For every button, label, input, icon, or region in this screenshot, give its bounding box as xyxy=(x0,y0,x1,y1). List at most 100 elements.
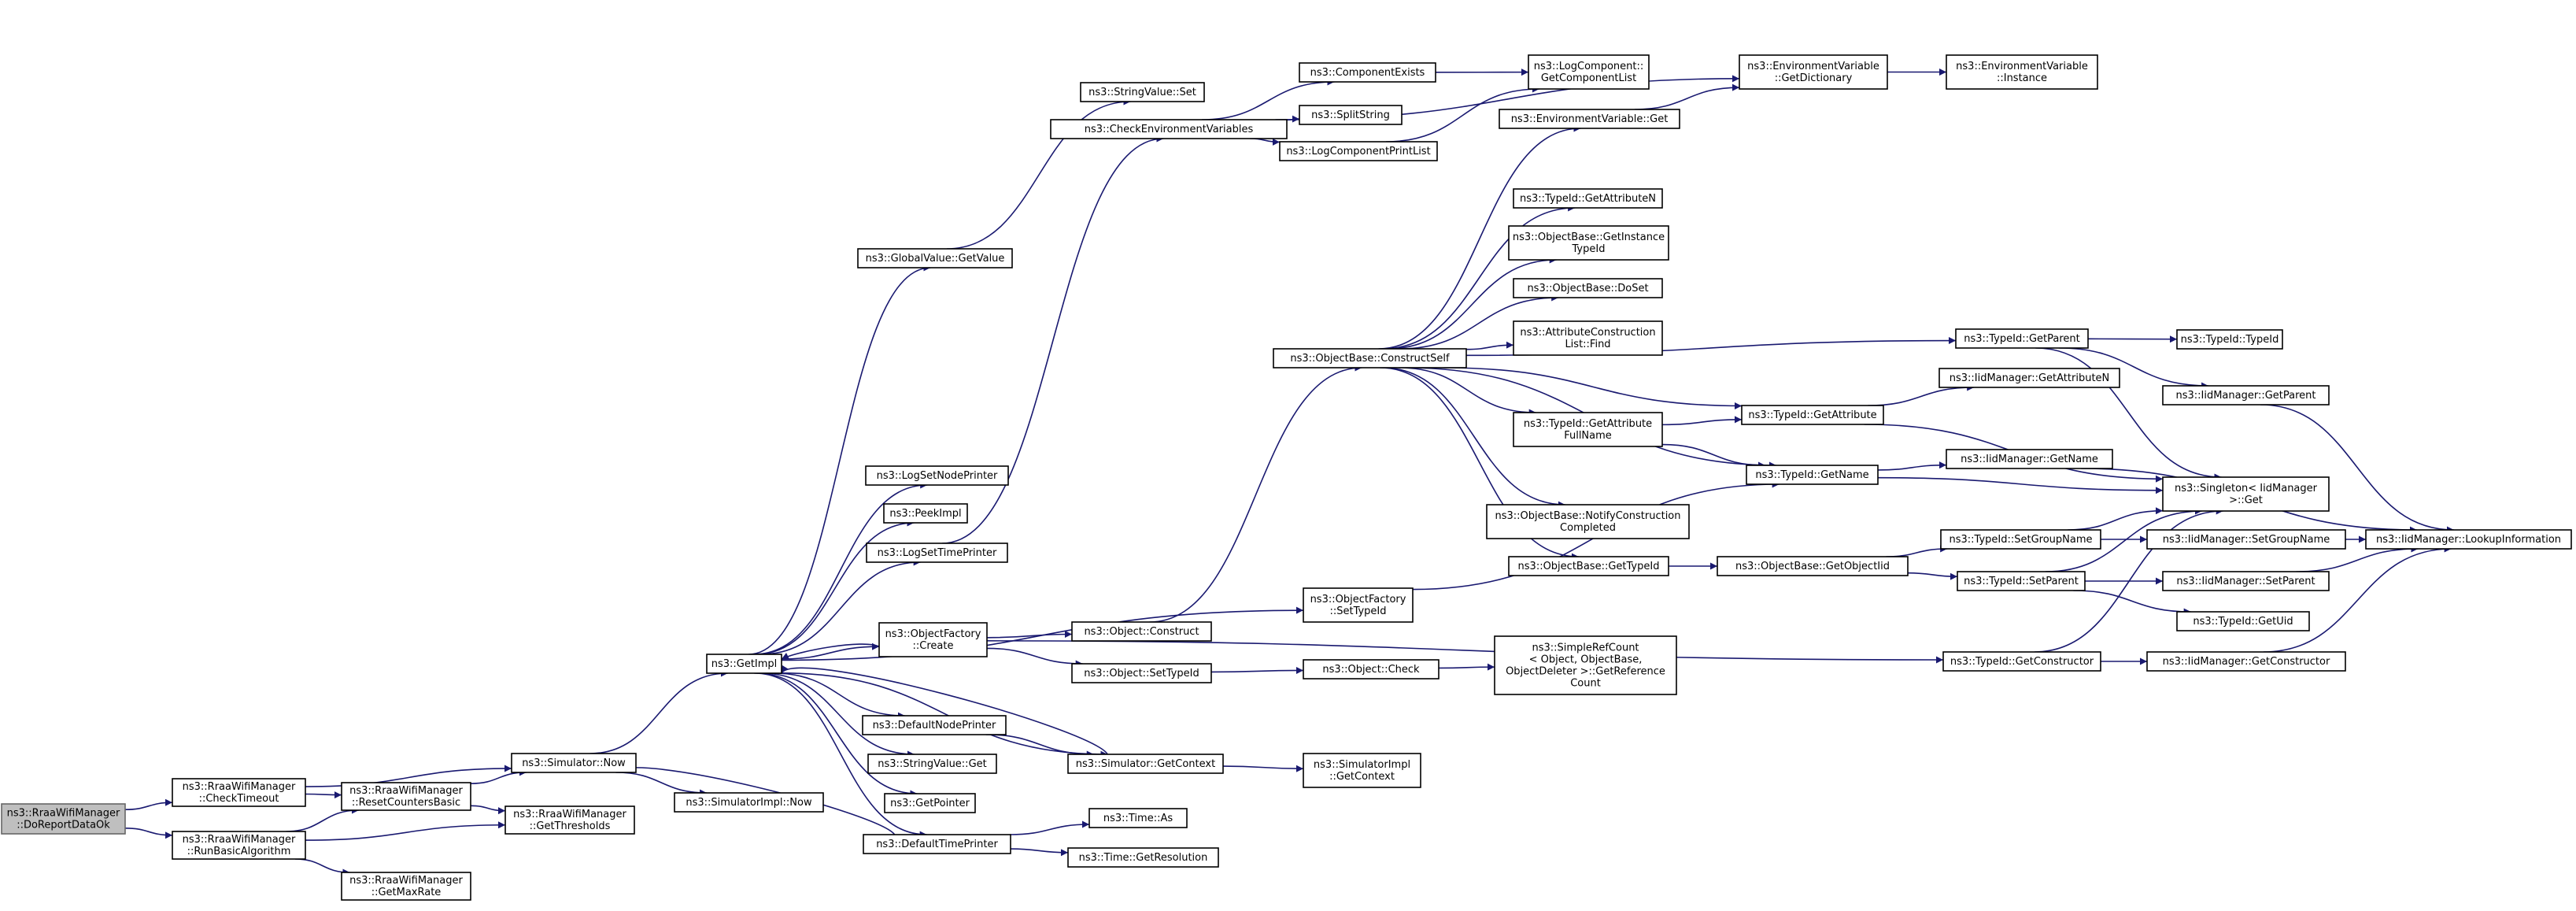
node-box[interactable] xyxy=(863,834,1011,854)
node-box[interactable] xyxy=(1746,465,1879,485)
node-tidtypeid[interactable]: ns3::TypeId::TypeId xyxy=(2176,329,2283,350)
node-box[interactable] xyxy=(2146,529,2346,550)
node-objfactcreate[interactable]: ns3::ObjectFactory::Create xyxy=(878,622,988,657)
node-box[interactable] xyxy=(1513,412,1663,447)
node-box[interactable] xyxy=(1942,651,2101,672)
node-globalgetvalue[interactable]: ns3::GlobalValue::GetValue xyxy=(857,248,1013,268)
node-tidsetparent[interactable]: ns3::TypeId::SetParent xyxy=(1957,571,2086,591)
node-box[interactable] xyxy=(862,715,1007,735)
node-checkenv[interactable]: ns3::CheckEnvironmentVariables xyxy=(1050,119,1288,139)
node-box[interactable] xyxy=(1946,54,2098,90)
node-constructself[interactable]: ns3::ObjectBase::ConstructSelf xyxy=(1273,348,1467,368)
node-logsettimeprinter[interactable]: ns3::LogSetTimePrinter xyxy=(866,543,1008,563)
node-box[interactable] xyxy=(1957,571,2086,591)
node-tidgetconstructor[interactable]: ns3::TypeId::GetConstructor xyxy=(1942,651,2101,672)
node-box[interactable] xyxy=(341,782,471,811)
node-getmaxrate[interactable]: ns3::RraaWifiManager::GetMaxRate xyxy=(341,872,471,901)
node-obgetobjecttid[interactable]: ns3::ObjectBase::GetObjectIid xyxy=(1717,556,1909,576)
node-box[interactable] xyxy=(1486,504,1690,539)
node-box[interactable] xyxy=(1303,659,1440,680)
node-simimplgetcontext[interactable]: ns3::SimulatorImpl::GetContext xyxy=(1303,753,1421,788)
node-box[interactable] xyxy=(1717,556,1909,576)
node-box[interactable] xyxy=(706,654,782,674)
node-iidgetname[interactable]: ns3::IidManager::GetName xyxy=(1946,449,2113,469)
node-stringvalueget[interactable]: ns3::StringValue::Get xyxy=(867,754,997,774)
node-box[interactable] xyxy=(1499,109,1680,129)
node-box[interactable] xyxy=(1303,587,1414,623)
node-tidgetattr[interactable]: ns3::TypeId::GetAttribute xyxy=(1741,405,1884,425)
node-box[interactable] xyxy=(1528,54,1650,90)
node-box[interactable] xyxy=(1071,621,1212,642)
node-tidsetgroupname[interactable]: ns3::TypeId::SetGroupName xyxy=(1940,529,2101,550)
node-box[interactable] xyxy=(1273,348,1467,368)
node-simgetcontext[interactable]: ns3::Simulator::GetContext xyxy=(1067,754,1224,774)
node-tidgetparent[interactable]: ns3::TypeId::GetParent xyxy=(1955,328,2089,349)
node-getcomplist[interactable]: ns3::LogComponent::GetComponentList xyxy=(1528,54,1650,90)
node-box[interactable] xyxy=(1067,847,1219,868)
node-box[interactable] xyxy=(172,831,306,860)
node-envinstance[interactable]: ns3::EnvironmentVariable::Instance xyxy=(1946,54,2098,90)
node-objconstruct[interactable]: ns3::Object::Construct xyxy=(1071,621,1212,642)
node-box[interactable] xyxy=(2176,611,2310,631)
node-resetcounters[interactable]: ns3::RraaWifiManager::ResetCountersBasic xyxy=(341,782,471,811)
node-box[interactable] xyxy=(1508,556,1669,576)
node-box[interactable] xyxy=(1050,119,1288,139)
node-box[interactable] xyxy=(1741,405,1884,425)
node-compexists[interactable]: ns3::ComponentExists xyxy=(1299,62,1436,83)
node-timegetres[interactable]: ns3::Time::GetResolution xyxy=(1067,847,1219,868)
node-box[interactable] xyxy=(1513,320,1663,356)
node-objsettypeid[interactable]: ns3::Object::SetTypeId xyxy=(1071,663,1212,683)
node-checktimeout[interactable]: ns3::RraaWifiManager::CheckTimeout xyxy=(172,778,306,807)
node-box[interactable] xyxy=(1940,529,2101,550)
node-box[interactable] xyxy=(866,543,1008,563)
node-tidgetname[interactable]: ns3::TypeId::GetName xyxy=(1746,465,1879,485)
node-box[interactable] xyxy=(878,622,988,657)
node-box[interactable] xyxy=(1067,754,1224,774)
node-box[interactable] xyxy=(1938,368,2120,388)
node-peekimpl[interactable]: ns3::PeekImpl xyxy=(883,503,968,524)
node-splitstring[interactable]: ns3::SplitString xyxy=(1299,105,1403,125)
node-logcompprintlist[interactable]: ns3::LogComponentPrintList xyxy=(1279,141,1438,161)
node-box[interactable] xyxy=(1955,328,2089,349)
node-box[interactable] xyxy=(1080,82,1205,102)
node-iidgetattrn[interactable]: ns3::IidManager::GetAttributeN xyxy=(1938,368,2120,388)
node-stringvalueset[interactable]: ns3::StringValue::Set xyxy=(1080,82,1205,102)
node-timeas[interactable]: ns3::Time::As xyxy=(1088,808,1188,828)
node-iidgetconstructor[interactable]: ns3::IidManager::GetConstructor xyxy=(2146,651,2346,672)
node-tidgetattrn[interactable]: ns3::TypeId::GetAttributeN xyxy=(1513,188,1663,209)
node-box[interactable] xyxy=(1,803,126,835)
node-box[interactable] xyxy=(2162,385,2330,406)
node-getimpl[interactable]: ns3::GetImpl xyxy=(706,654,782,674)
node-simplerefcount[interactable]: ns3::SimpleRefCount< Object, ObjectBase,… xyxy=(1494,635,1677,695)
node-box[interactable] xyxy=(1303,753,1421,788)
node-box[interactable] xyxy=(2162,571,2330,591)
node-singletonget[interactable]: ns3::Singleton< IidManager>::Get xyxy=(2162,476,2330,512)
node-box[interactable] xyxy=(1946,449,2113,469)
node-iidsetparent[interactable]: ns3::IidManager::SetParent xyxy=(2162,571,2330,591)
node-getpointer[interactable]: ns3::GetPointer xyxy=(884,793,976,813)
node-obgettypeid[interactable]: ns3::ObjectBase::GetTypeId xyxy=(1508,556,1669,576)
node-box[interactable] xyxy=(1071,663,1212,683)
node-box[interactable] xyxy=(1513,278,1663,298)
node-obdoset[interactable]: ns3::ObjectBase::DoSet xyxy=(1513,278,1663,298)
node-box[interactable] xyxy=(2176,329,2283,350)
node-doreportdataok[interactable]: ns3::RraaWifiManager::DoReportDataOk xyxy=(1,803,126,835)
node-box[interactable] xyxy=(1299,105,1403,125)
node-iidgetparent[interactable]: ns3::IidManager::GetParent xyxy=(2162,385,2330,406)
node-getthresholds[interactable]: ns3::RraaWifiManager::GetThresholds xyxy=(504,805,635,835)
node-box[interactable] xyxy=(504,805,635,835)
node-iidsetgroupname[interactable]: ns3::IidManager::SetGroupName xyxy=(2146,529,2346,550)
node-objcheck[interactable]: ns3::Object::Check xyxy=(1303,659,1440,680)
node-defnodeprinter[interactable]: ns3::DefaultNodePrinter xyxy=(862,715,1007,735)
node-box[interactable] xyxy=(857,248,1013,268)
node-box[interactable] xyxy=(1494,635,1677,695)
node-deftimeprinter[interactable]: ns3::DefaultTimePrinter xyxy=(863,834,1011,854)
node-box[interactable] xyxy=(1508,225,1669,261)
node-logsetnodeprinter[interactable]: ns3::LogSetNodePrinter xyxy=(865,465,1009,486)
node-box[interactable] xyxy=(1299,62,1436,83)
node-simnow[interactable]: ns3::Simulator::Now xyxy=(511,753,637,773)
node-box[interactable] xyxy=(2365,529,2572,550)
node-box[interactable] xyxy=(341,872,471,901)
